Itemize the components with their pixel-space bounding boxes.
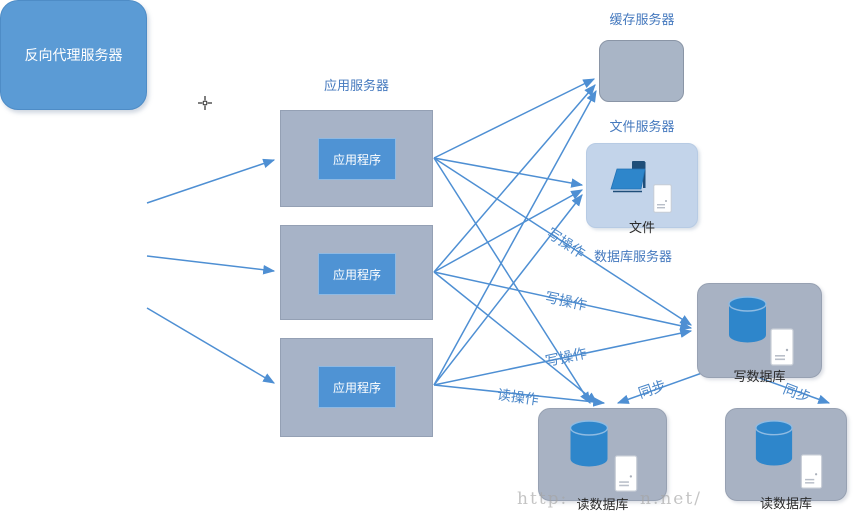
app-program-box-2[interactable]: 应用程序 <box>318 253 396 295</box>
database-cylinder-icon <box>755 420 793 466</box>
read-db1-label: 读数据库 <box>576 498 629 513</box>
database-cylinder-icon <box>728 296 767 343</box>
app-program-box-3[interactable]: 应用程序 <box>318 366 396 408</box>
edge-app1-to-cache <box>433 78 596 159</box>
edge-app2-to-cache <box>433 84 596 273</box>
folder-icon <box>610 161 646 193</box>
edge-app1-to-file <box>433 157 584 188</box>
file-server-title: 文件服务器 <box>609 120 675 135</box>
edge-proxy-to-app2 <box>146 255 276 275</box>
edge-app3-to-read-db1 <box>433 384 606 407</box>
app-server-node-3[interactable]: 应用程序 <box>280 338 433 437</box>
edge-app2-to-read-db1 <box>433 271 598 404</box>
watermark-text: n.net/ <box>640 489 702 509</box>
app-program-label-2: 应用程序 <box>332 267 381 282</box>
app-program-label-1: 应用程序 <box>332 152 381 167</box>
server-tower-icon <box>614 455 638 492</box>
write-db-label: 写数据库 <box>733 370 786 385</box>
edge-app1-to-write-db <box>433 157 693 326</box>
edge-proxy-to-app1 <box>146 158 276 204</box>
edge-write-db-to-read-db1-sync <box>616 372 703 404</box>
edge-app2-to-file <box>433 189 584 273</box>
server-tower-icon <box>770 328 794 366</box>
app-server-node-2[interactable]: 应用程序 <box>280 225 433 320</box>
watermark-text: http: <box>517 489 569 509</box>
edge-write-db-to-read-db2-sync <box>756 376 831 404</box>
edge-app3-to-write-db <box>433 328 693 386</box>
crosshair-cursor <box>198 96 212 110</box>
app-server-group-title: 应用服务器 <box>323 79 389 94</box>
app-server-node-1[interactable]: 应用程序 <box>280 110 433 207</box>
database-cylinder-icon <box>569 420 609 467</box>
cache-server-node[interactable] <box>599 40 684 102</box>
file-label: 文件 <box>628 221 655 236</box>
edge-app3-to-cache <box>433 89 597 386</box>
reverse-proxy-node[interactable]: 反向代理服务器 <box>0 0 147 110</box>
db-server-title: 数据库服务器 <box>593 250 672 265</box>
edge-app2-to-write-db <box>433 271 693 331</box>
edge-app1-to-read-db1 <box>433 157 591 405</box>
app-program-label-3: 应用程序 <box>332 380 381 395</box>
edge-proxy-to-app3 <box>146 307 276 384</box>
app-program-box-1[interactable]: 应用程序 <box>318 138 396 180</box>
cache-server-title: 缓存服务器 <box>609 13 675 28</box>
reverse-proxy-label: 反向代理服务器 <box>24 48 123 64</box>
server-tower-icon <box>800 454 823 489</box>
edge-app3-to-file <box>433 194 583 386</box>
read-db2-label: 读数据库 <box>759 497 812 512</box>
server-tower-icon <box>653 184 672 213</box>
